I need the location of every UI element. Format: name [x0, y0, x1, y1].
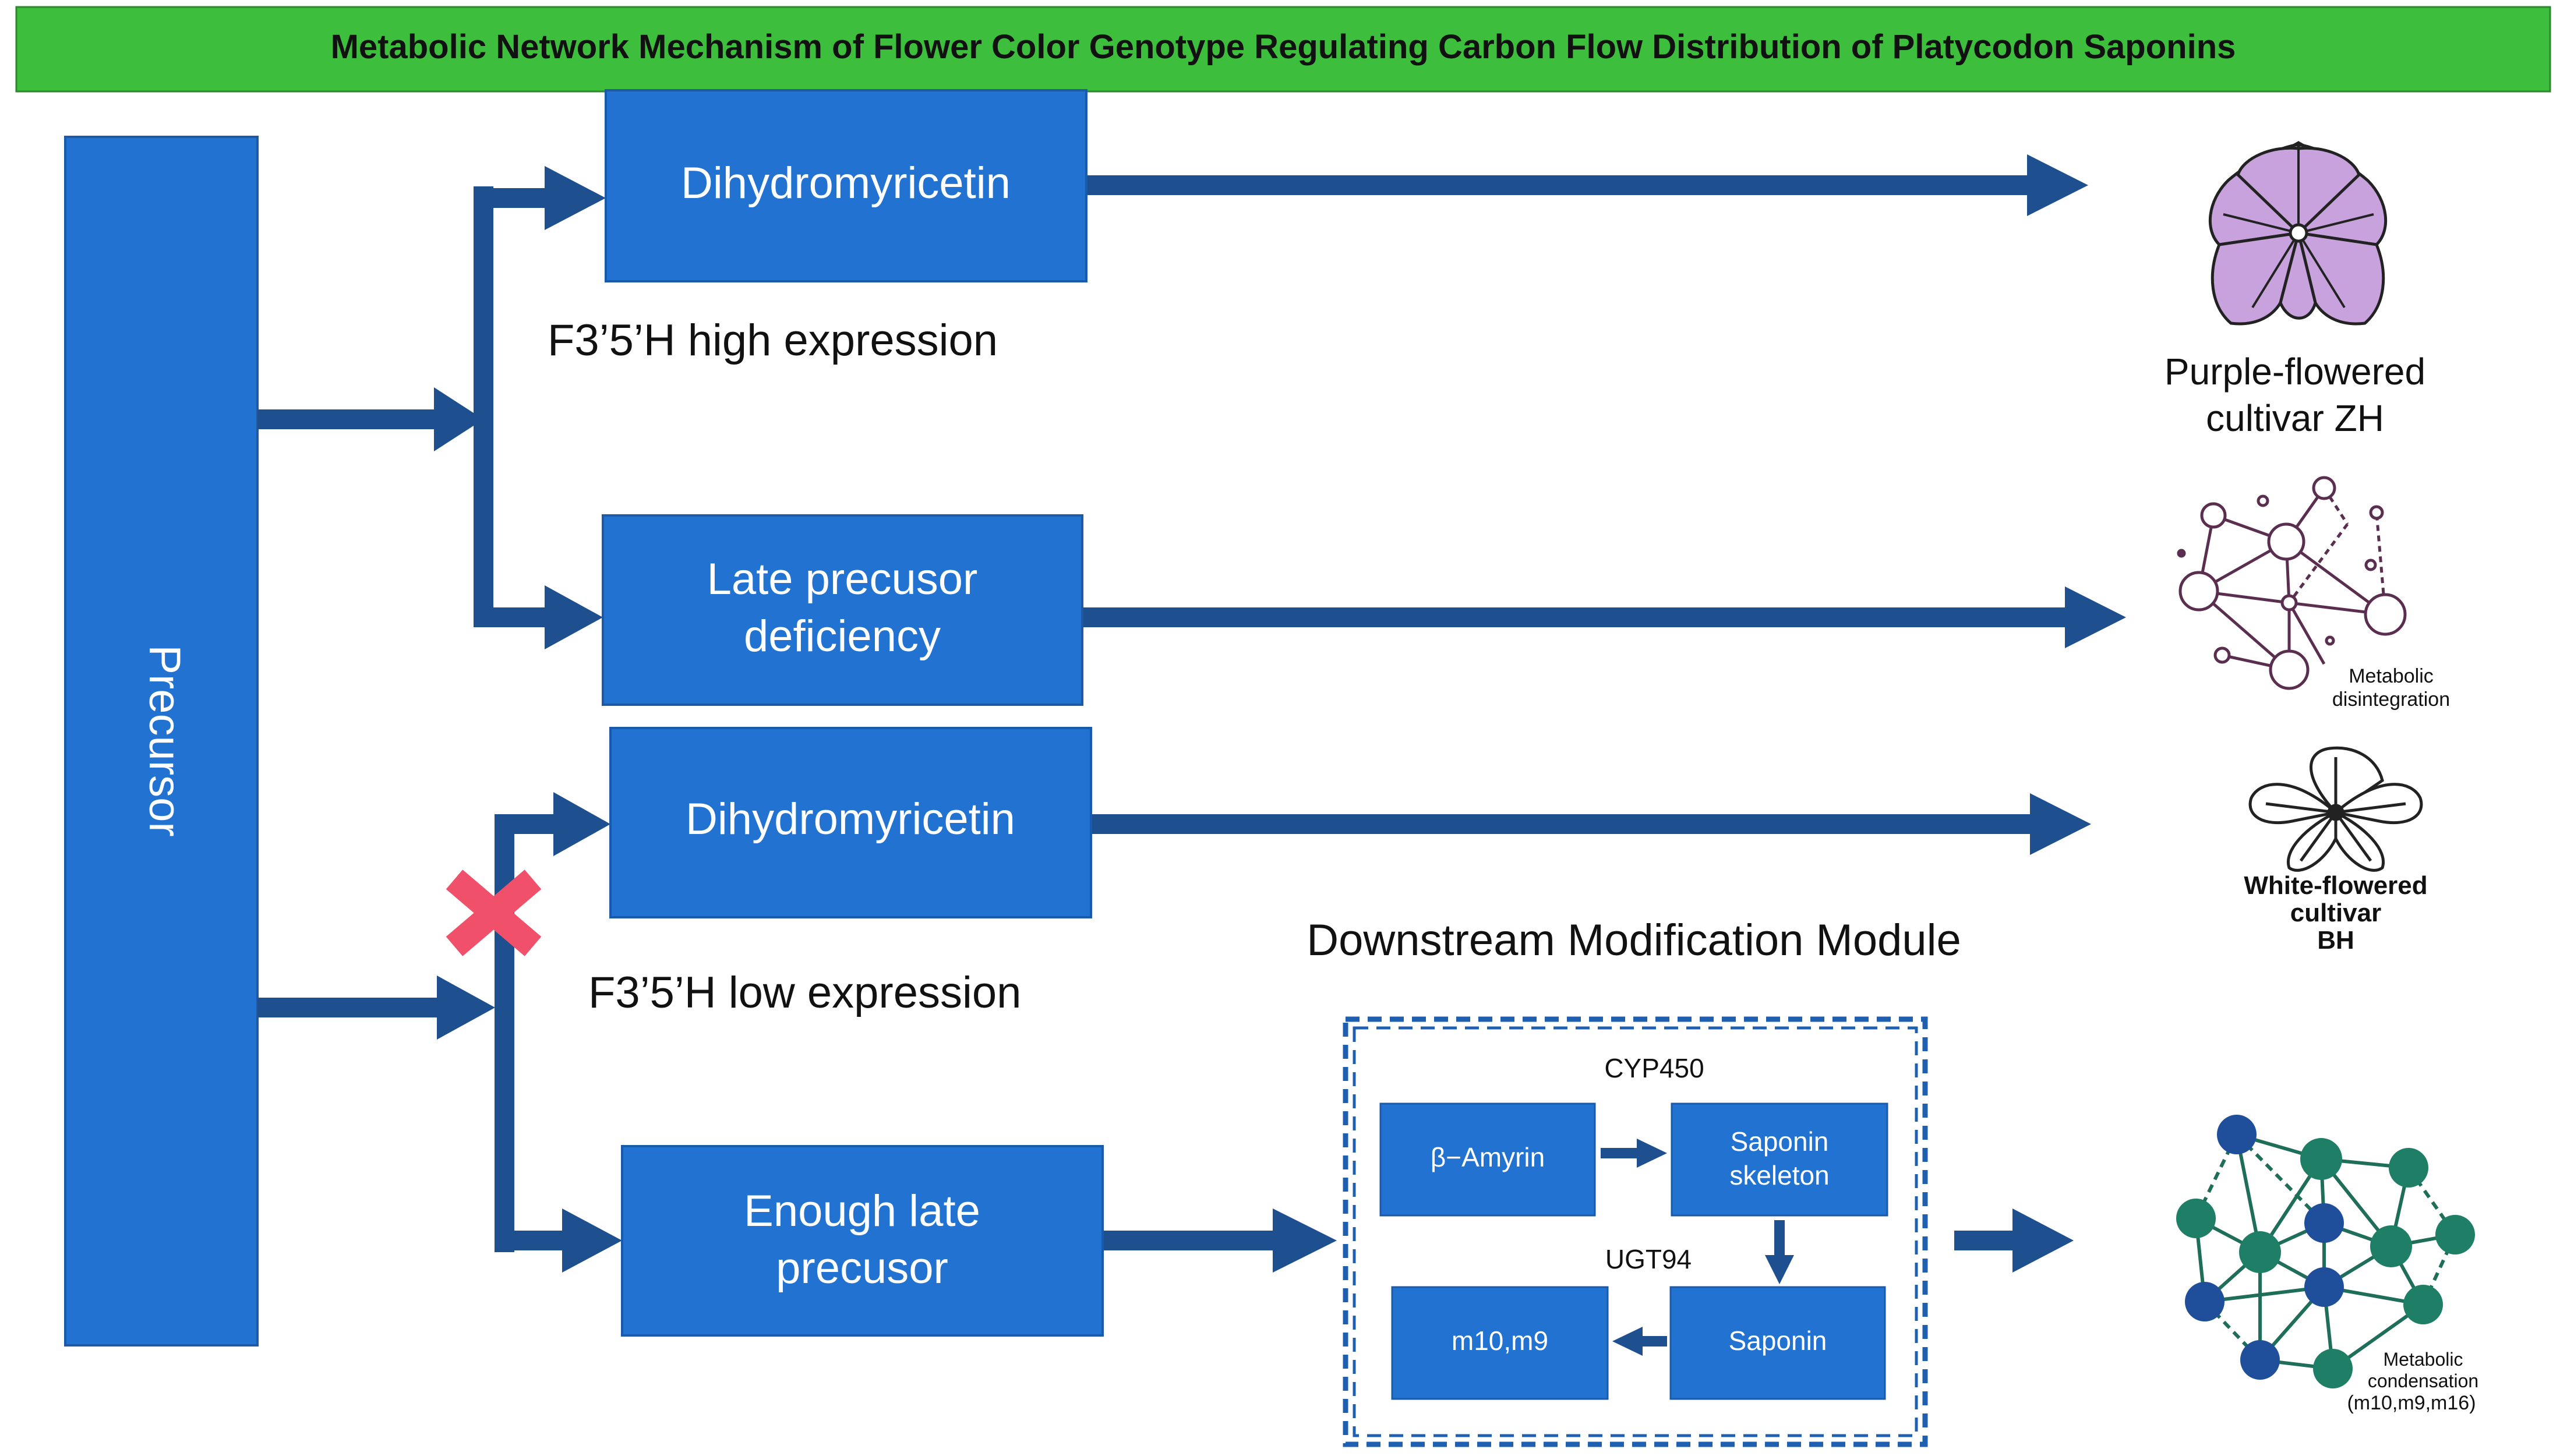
- purple-cultivar-line2: cultivar ZH: [2206, 397, 2384, 439]
- module-frame-inner: [1353, 1026, 1918, 1437]
- saponin-skeleton-line2: skeleton: [1729, 1160, 1829, 1190]
- white-cultivar-line2: cultivar: [2290, 899, 2382, 927]
- saponin-box: [1669, 1286, 1886, 1400]
- enough-late-precursor-line1: Enough late: [744, 1186, 980, 1236]
- module-arrows: [1601, 1139, 1794, 1356]
- m10-m9-box: [1391, 1286, 1609, 1400]
- condensation-line3: (m10,m9,m16): [2347, 1392, 2476, 1414]
- dihydromyricetin-low-box: [609, 727, 1092, 918]
- high-branch-arrows: [257, 154, 2126, 649]
- purple-flower-icon: [2208, 141, 2388, 326]
- title-bar: [15, 6, 2551, 93]
- beta-amyrin-box: [1379, 1102, 1596, 1217]
- precursor-label: Precursor: [140, 645, 189, 836]
- late-precursor-deficiency-box: [602, 514, 1083, 706]
- disintegration-line1: Metabolic: [2349, 665, 2434, 687]
- precursor-box: [64, 136, 259, 1347]
- saponin-skeleton-line1: Saponin: [1731, 1126, 1829, 1157]
- condensation-line1: Metabolic: [2384, 1349, 2463, 1370]
- ugt94-label: UGT94: [1605, 1244, 1692, 1274]
- low-expression-label: F3’5’H low expression: [588, 968, 1021, 1017]
- dihydromyricetin-low-label: Dihydromyricetin: [686, 794, 1015, 844]
- enough-late-precursor-line2: precusor: [776, 1243, 948, 1293]
- disintegration-network-icon: [2177, 476, 2407, 690]
- cyp450-label: CYP450: [1604, 1053, 1704, 1083]
- condensation-network-icon: [2176, 1115, 2475, 1388]
- white-cultivar-line1: White-flowered: [2244, 871, 2427, 900]
- saponin-skeleton-box: [1671, 1102, 1888, 1217]
- white-cultivar-line3: BH: [2317, 926, 2354, 955]
- m10-m9-label: m10,m9: [1452, 1326, 1548, 1356]
- dihydromyricetin-high-box: [605, 89, 1087, 282]
- low-branch-arrows: [257, 792, 2091, 1273]
- late-precursor-deficiency-line1: Late precusor: [707, 554, 978, 604]
- diagram-title: Metabolic Network Mechanism of Flower Co…: [331, 28, 2236, 66]
- saponin-label: Saponin: [1729, 1326, 1827, 1356]
- late-precursor-deficiency-line2: deficiency: [744, 612, 941, 661]
- purple-cultivar-line1: Purple-flowered: [2165, 351, 2425, 393]
- beta-amyrin-label: β−Amyrin: [1431, 1142, 1545, 1172]
- blocked-cross-icon: [446, 870, 542, 956]
- high-expression-label: F3’5’H high expression: [548, 316, 998, 365]
- condensation-line2: condensation: [2368, 1370, 2478, 1391]
- module-title: Downstream Modification Module: [1307, 916, 1961, 965]
- white-flower-icon: [2248, 746, 2423, 872]
- disintegration-line2: disintegration: [2332, 688, 2450, 711]
- dihydromyricetin-high-label: Dihydromyricetin: [681, 158, 1011, 208]
- module-frame: [1343, 1016, 1928, 1447]
- enough-late-precursor-box: [621, 1145, 1104, 1337]
